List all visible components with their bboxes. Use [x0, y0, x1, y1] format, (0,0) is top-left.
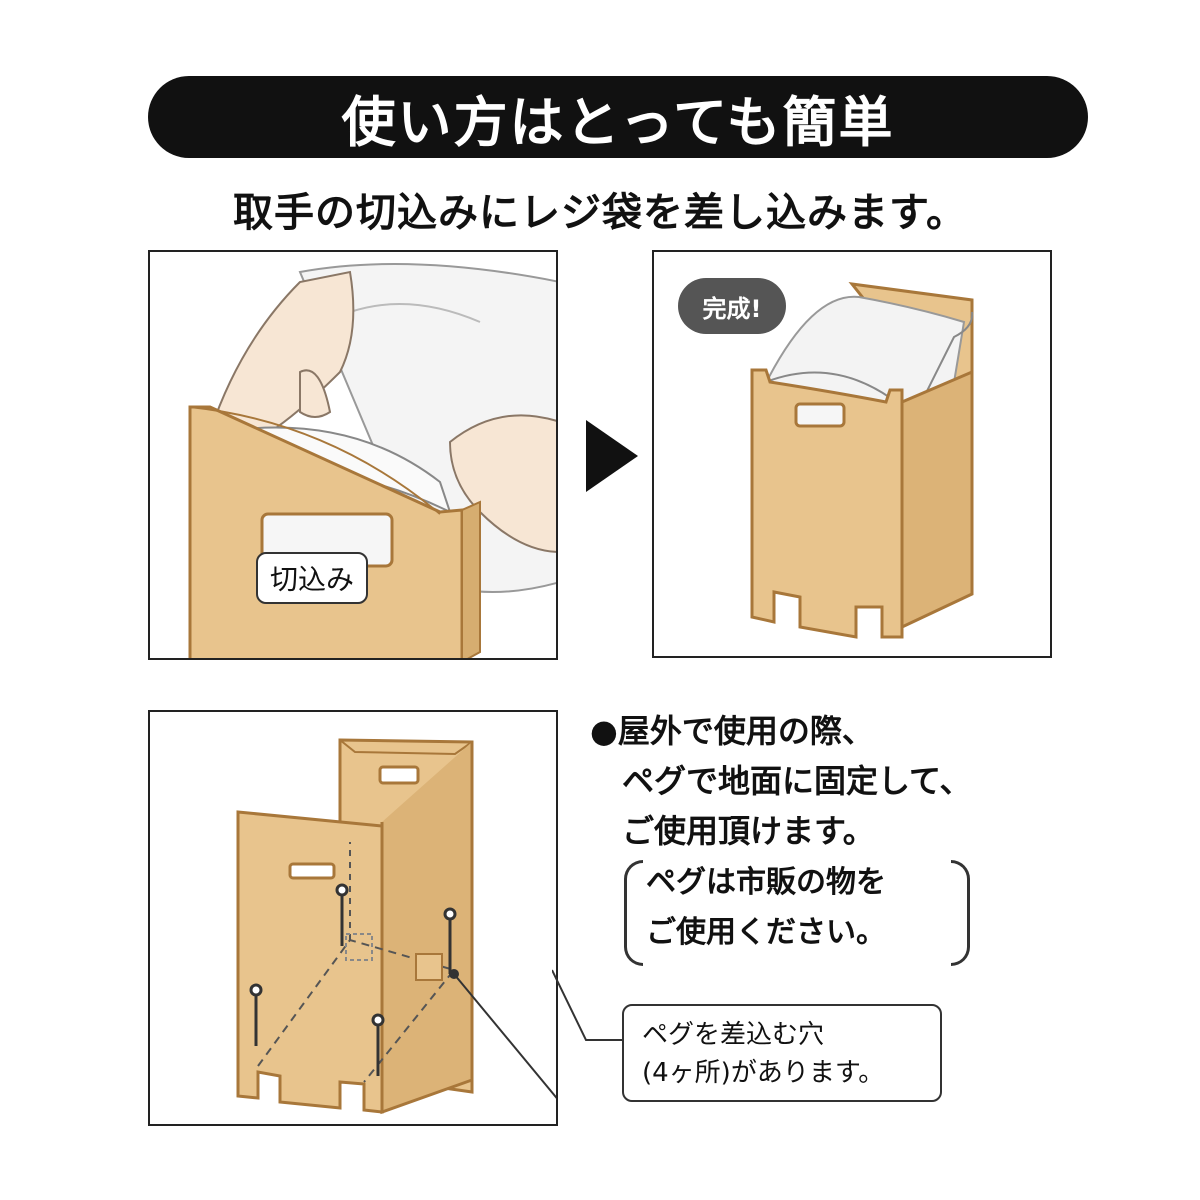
- peg-note: ペグは市販の物を ご使用ください。: [624, 860, 970, 966]
- subtitle: 取手の切込みにレジ袋を差し込みます。: [233, 190, 967, 236]
- peg-hole-callout: ペグを差込む穴 (4ヶ所)があります。: [622, 1004, 942, 1102]
- outdoor-usage-info: ●屋外で使用の際、 ペグで地面に固定して、 ご使用頂けます。: [590, 706, 971, 856]
- info-line: ●屋外で使用の際、: [590, 712, 874, 750]
- info-line: ご使用頂けます。: [622, 812, 875, 850]
- note-line: ペグは市販の物を: [646, 865, 886, 900]
- completed-drawing: [750, 282, 974, 639]
- note-line: ご使用ください。: [646, 915, 886, 950]
- callout-leader-line: [552, 969, 622, 1041]
- callout-line: (4ヶ所)があります。: [642, 1058, 885, 1088]
- left-paren-icon: [624, 860, 643, 966]
- illustration-completed: 完成!: [652, 250, 1052, 658]
- banner-title: 使い方はとっても簡単: [341, 90, 895, 154]
- info-line: ペグで地面に固定して、: [622, 762, 972, 800]
- right-paren-icon: [951, 860, 970, 966]
- callout-line: ペグを差込む穴: [642, 1020, 825, 1050]
- pegs-drawing: [236, 738, 556, 1115]
- illustration-pegs: [148, 710, 558, 1126]
- notch-label: 切込み: [256, 552, 369, 604]
- next-arrow-icon: [586, 420, 638, 492]
- title-banner: 使い方はとっても簡単: [148, 76, 1088, 158]
- completed-badge: 完成!: [678, 278, 786, 334]
- illustration-insert-bag: 切込み: [148, 250, 558, 660]
